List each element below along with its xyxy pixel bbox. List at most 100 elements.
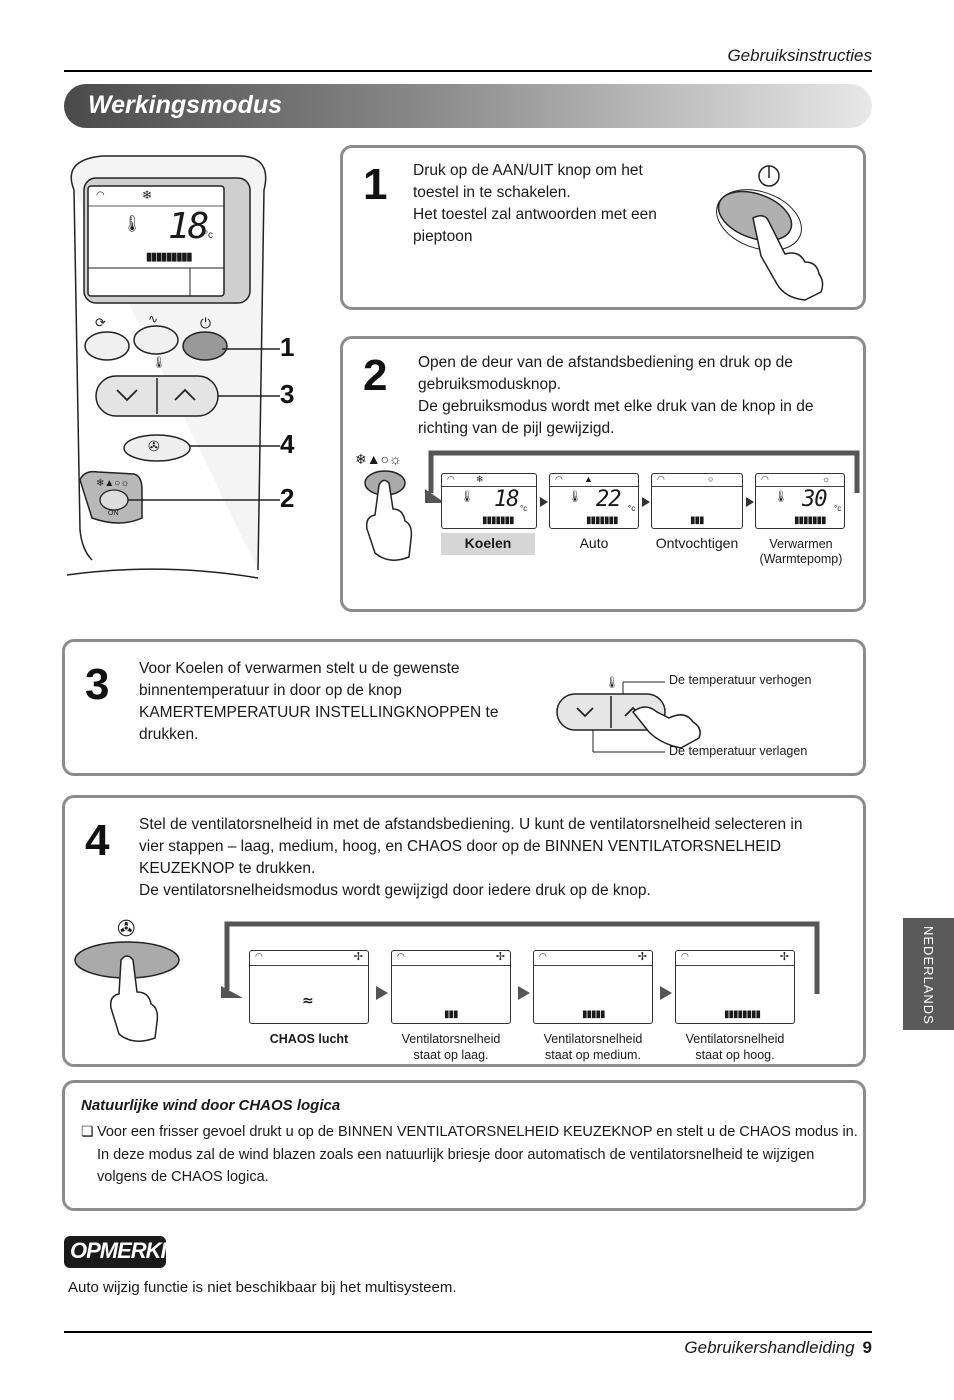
mode-label-dry: Ontvochtigen — [655, 535, 739, 551]
header-title: Gebruiksinstructies — [727, 46, 872, 65]
callout-1: 1 — [280, 332, 295, 362]
remote-jet-icon: ⟳ — [95, 315, 106, 330]
remote-outline — [66, 155, 280, 579]
step1-text: Druk op de AAN/UIT knop om het toestel i… — [413, 162, 657, 245]
step3-text: Voor Koelen of verwarmen stelt u de gewe… — [139, 660, 499, 743]
fan-speed-bars: ▮▮▮ — [444, 1009, 458, 1020]
fan-bars: ▮▮▮▮▮▮▮ — [794, 515, 827, 526]
fan-button-icon: ✇ — [117, 916, 136, 941]
callout-2: 2 — [280, 483, 295, 513]
mode-button-press-illustration — [364, 470, 413, 561]
thermometer-icon: 🌡 — [460, 491, 474, 503]
header-rule — [64, 70, 872, 72]
remote-on-label: ON — [108, 510, 119, 517]
footer-rule — [64, 1331, 872, 1333]
step4-number: 4 — [85, 816, 110, 865]
mode-icon: ○ — [708, 474, 714, 484]
mode-unit: °c — [520, 504, 528, 513]
mode-unit: °c — [834, 504, 842, 513]
thermometer-icon: 🌡 — [774, 491, 788, 503]
mode-label-heat: Verwarmen — [769, 537, 833, 551]
step1-number: 1 — [363, 160, 388, 209]
speed-lcd-high: ◠ ✢ ▮▮▮▮▮▮▮▮ — [675, 950, 795, 1024]
note-text: Auto wijzig functie is niet beschikbaar … — [68, 1279, 457, 1296]
signal-icon: ◠ — [555, 474, 563, 484]
fan-speed-bars: ▮▮▮▮▮ — [582, 1009, 605, 1020]
fan-button-press-illustration — [74, 941, 180, 1042]
fan-icon: ✢ — [779, 951, 789, 963]
mode-label-auto: Auto — [579, 535, 609, 551]
step3-box: 3 Voor Koelen of verwarmen stelt u de ge… — [62, 639, 866, 776]
signal-icon: ◠ — [761, 474, 769, 484]
power-button-press-illustration — [716, 165, 824, 301]
fan-bars: ▮▮▮ — [690, 515, 704, 526]
mode-icon: ☼ — [822, 474, 831, 484]
speed-label-medium: Ventilatorsnelheid — [543, 1032, 643, 1046]
remote-swing-icon: ∿ — [148, 312, 159, 326]
remote-signal-icon: ◠ — [96, 190, 105, 201]
callout-4: 4 — [280, 429, 295, 459]
mode-cycle-arrow — [425, 450, 860, 503]
temp-down-label: De temperatuur verlagen — [669, 744, 808, 758]
signal-icon: ◠ — [255, 951, 263, 961]
mode-temp: 30 — [802, 487, 827, 512]
mode-unit: °c — [628, 504, 636, 513]
speed-label-medium-sub: staat op medium. — [545, 1048, 641, 1062]
fan-icon: ✢ — [495, 951, 505, 963]
speed-cycle-arrow — [221, 921, 820, 998]
signal-icon: ◠ — [397, 951, 405, 961]
mode-icon: ❄ — [476, 474, 484, 484]
page-number: 9 — [862, 1338, 872, 1357]
footer-title: Gebruikershandleiding — [684, 1338, 855, 1357]
chaos-text: Voor een frisser gevoel drukt u op de BI… — [97, 1124, 858, 1185]
speed-lcd-low: ◠ ✢ ▮▮▮ — [391, 950, 511, 1024]
language-side-tab: NEDERLANDS — [903, 918, 954, 1030]
mode-label-heat-sub: (Warmtepomp) — [759, 552, 843, 566]
chaos-title: Natuurlijke wind door CHAOS logica — [81, 1097, 341, 1114]
chaos-info-box: Natuurlijke wind door CHAOS logica ❏ Voo… — [62, 1080, 866, 1211]
fan-speed-bars: ▮▮▮▮▮▮▮▮ — [724, 1009, 761, 1020]
checkbox-icon: ❏ — [81, 1123, 94, 1139]
fan-icon: ✢ — [353, 951, 363, 963]
section-banner: Werkingsmodus — [64, 84, 872, 128]
mode-lcd-dry: ◠ ○ ▮▮▮ — [651, 473, 743, 529]
speed-lcd-chaos: ◠ ✢ ≈ — [249, 950, 369, 1024]
step1-box: 1 Druk op de AAN/UIT knop om het toestel… — [340, 145, 866, 310]
step2-number: 2 — [363, 351, 388, 400]
mode-lcd-cool: ◠ ❄ 🌡 18 °c ▮▮▮▮▮▮▮ — [441, 473, 537, 529]
fan-bars: ▮▮▮▮▮▮▮ — [586, 515, 619, 526]
speed-arrow-3 — [660, 986, 672, 1000]
step2-text: Open de deur van de afstandsbediening en… — [418, 354, 814, 437]
mode-arrow-3 — [746, 497, 754, 507]
note-badge: OPMERKING — [64, 1236, 198, 1268]
signal-icon: ◠ — [447, 474, 455, 484]
speed-arrow-1 — [376, 986, 388, 1000]
mode-arrow-1 — [540, 497, 548, 507]
remote-display-fan-bars: ▮▮▮▮▮▮▮▮▮ — [146, 251, 192, 263]
speed-label-low-sub: staat op laag. — [413, 1048, 489, 1062]
speed-arrow-2 — [518, 986, 530, 1000]
mode-arrow-2 — [642, 497, 650, 507]
remote-mode-icons: ❄▲○☼ — [96, 478, 130, 489]
speed-label-low: Ventilatorsnelheid — [401, 1032, 501, 1046]
speed-label-chaos: CHAOS lucht — [269, 1032, 349, 1046]
mode-lcd-heat: ◠ ☼ 🌡 30 °c ▮▮▮▮▮▮▮ — [755, 473, 845, 529]
remote-thermometer-icon: 🌡 — [122, 216, 143, 233]
remote-display-unit: °c — [204, 230, 213, 241]
temp-up-label: De temperatuur verhogen — [669, 673, 812, 687]
mode-button-icons: ❄▲○☼ — [355, 451, 402, 467]
fan-icon: ✢ — [637, 951, 647, 963]
remote-fan-icon: ✇ — [148, 438, 160, 454]
remote-power-icon: ⏻ — [200, 315, 212, 331]
step4-box: 4 Stel de ventilatorsnelheid in met de a… — [62, 795, 866, 1067]
thermometer-icon: 🌡 — [568, 491, 582, 503]
fan-bars: ▮▮▮▮▮▮▮ — [482, 515, 515, 526]
footer: Gebruikershandleiding 9 — [684, 1338, 872, 1358]
mode-icon: ▲ — [584, 474, 593, 484]
speed-label-high-sub: staat op hoog. — [695, 1048, 775, 1062]
temp-thermometer-icon: 🌡 — [605, 677, 619, 689]
remote-temp-thermometer-icon: 🌡 — [152, 357, 166, 369]
callout-3: 3 — [280, 379, 295, 409]
speed-lcd-medium: ◠ ✢ ▮▮▮▮▮ — [533, 950, 653, 1024]
mode-label-cool: Koelen — [441, 533, 535, 555]
